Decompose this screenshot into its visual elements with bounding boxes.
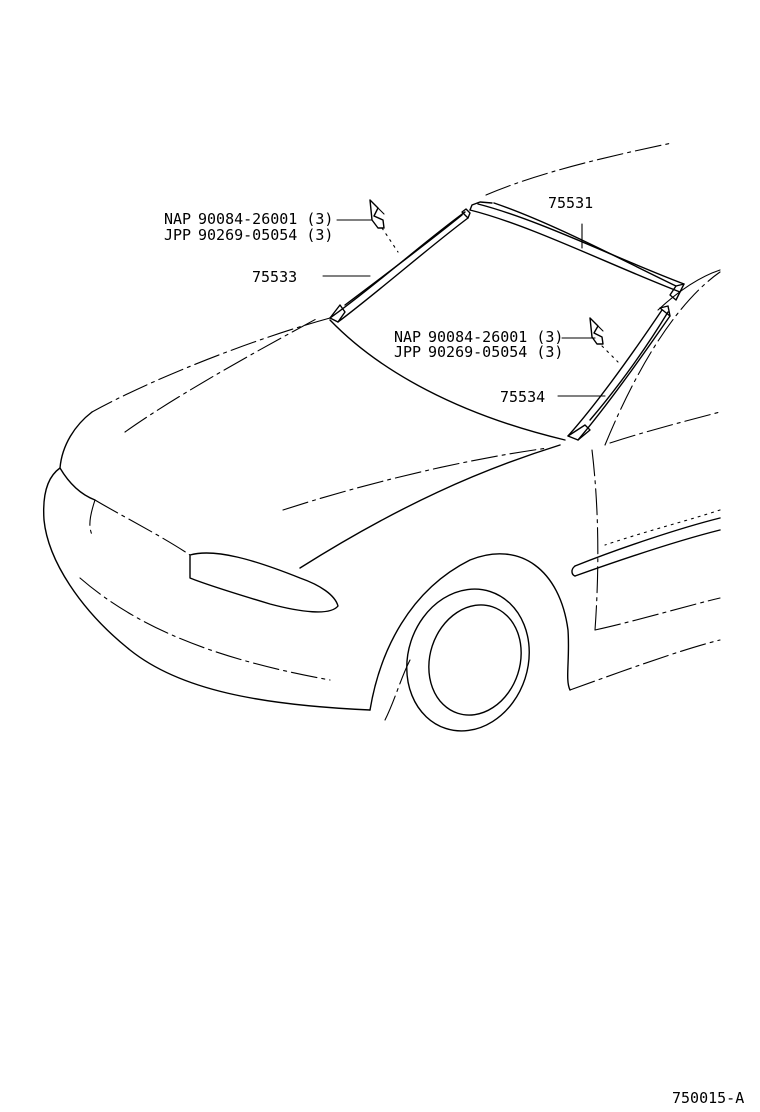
right-clip-icon	[589, 317, 604, 345]
left-clip-callout: NAP 90084-26001 (3) JPP 90269-05054 (3)	[164, 210, 333, 244]
part-number-75534: 75534	[500, 388, 545, 406]
car-body	[43, 142, 721, 732]
leader-lines	[322, 219, 619, 397]
left-clip-jpp-part: 90269-05054 (3)	[198, 226, 333, 244]
right-clip-jpp-part: 90269-05054 (3)	[428, 343, 563, 361]
part-number-75533: 75533	[252, 268, 297, 286]
right-clip-nap-prefix: NAP	[394, 328, 421, 346]
left-clip-icon	[369, 199, 385, 229]
right-clip-jpp-prefix: JPP	[394, 343, 421, 361]
left-clip-jpp-prefix: JPP	[164, 226, 191, 244]
left-clip-nap-part: 90084-26001 (3)	[198, 210, 333, 228]
figure-id: 750015-A	[672, 1089, 744, 1107]
right-clip-callout: NAP 90084-26001 (3) JPP 90269-05054 (3)	[394, 328, 563, 361]
right-clip-nap-part: 90084-26001 (3)	[428, 328, 563, 346]
roof-molding	[469, 201, 685, 301]
left-pillar-molding	[329, 208, 471, 323]
right-pillar-molding	[567, 305, 671, 441]
part-number-75531: 75531	[548, 194, 593, 212]
left-clip-nap-prefix: NAP	[164, 210, 191, 228]
